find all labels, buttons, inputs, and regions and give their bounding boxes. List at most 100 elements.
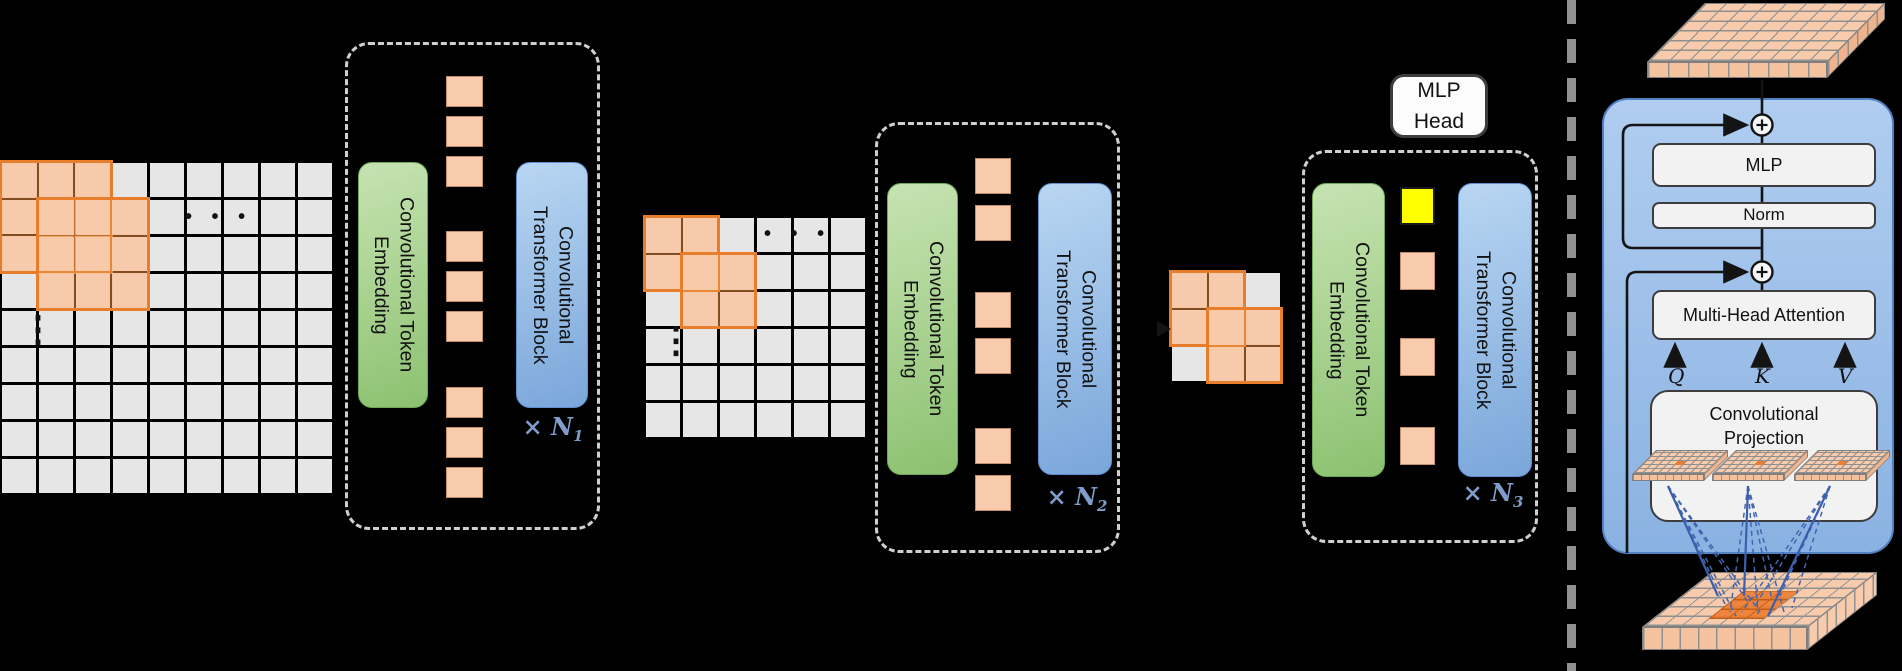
grid-cell xyxy=(113,163,147,197)
conv-token-embedding-label: Convolutional Token Embedding xyxy=(370,197,418,373)
grid-cell xyxy=(720,329,754,363)
grid-cell xyxy=(150,459,184,493)
q-label: Q xyxy=(1668,364,1685,388)
stage-3-input-grid xyxy=(1169,270,1283,384)
grid-cell xyxy=(298,163,332,197)
grid-cell xyxy=(646,366,680,400)
grid-cell xyxy=(757,292,791,326)
grid-cell xyxy=(298,274,332,308)
grid-cell xyxy=(719,291,754,326)
token xyxy=(446,387,483,418)
ellipsis-vertical: ⋮ xyxy=(658,319,694,360)
grid-cell xyxy=(150,200,184,234)
grid-cell xyxy=(831,403,865,437)
conv-transformer-block-label: Convolutional Transformer Block xyxy=(529,205,577,365)
grid-cell xyxy=(261,311,295,345)
grid-cell xyxy=(75,273,111,308)
grid-cell xyxy=(76,385,110,419)
grid-cell xyxy=(1209,310,1244,345)
grid-cell xyxy=(2,385,36,419)
grid-cell xyxy=(794,292,828,326)
grid-cell xyxy=(2,311,36,345)
grid-cell xyxy=(75,163,110,198)
grid-cell xyxy=(112,236,147,272)
conv-transformer-block-label: Convolutional Transformer Block xyxy=(1052,249,1100,409)
grid-cell xyxy=(831,255,865,289)
grid-cell xyxy=(150,163,184,197)
grid-cell xyxy=(794,366,828,400)
conv-window-2 xyxy=(36,197,150,311)
grid-cell xyxy=(224,237,258,271)
grid-cell xyxy=(1208,273,1243,308)
grid-cell xyxy=(298,459,332,493)
multi-head-attention-box: Multi-Head Attention xyxy=(1652,290,1876,340)
token xyxy=(1400,252,1435,290)
token xyxy=(446,156,483,187)
grid-cell xyxy=(261,163,295,197)
grid-cell xyxy=(298,348,332,382)
grid-cell xyxy=(76,422,110,456)
grid-cell xyxy=(2,199,37,235)
grid-cell xyxy=(76,459,110,493)
ellipsis-horizontal: • • • xyxy=(764,223,832,245)
grid-cell xyxy=(719,255,754,290)
grid-cell xyxy=(298,385,332,419)
grid-cell xyxy=(720,366,754,400)
conv-window-1 xyxy=(0,160,113,274)
grid-cell xyxy=(150,348,184,382)
token xyxy=(1400,427,1435,465)
grid-cell xyxy=(261,274,295,308)
grid-cell xyxy=(113,385,147,419)
grid-cell xyxy=(683,255,718,290)
grid-cell xyxy=(187,311,221,345)
k-label: K xyxy=(1755,364,1770,388)
token xyxy=(975,475,1011,511)
multiplier-n2: × N2 xyxy=(1046,482,1108,515)
grid-cell xyxy=(757,255,791,289)
grid-cell xyxy=(683,366,717,400)
grid-cell xyxy=(831,329,865,363)
grid-cell xyxy=(261,348,295,382)
conv-transformer-block-label: Convolutional Transformer Block xyxy=(1472,250,1520,410)
grid-cell xyxy=(1172,273,1207,308)
grid-cell xyxy=(150,311,184,345)
token xyxy=(975,292,1011,328)
token xyxy=(446,311,483,342)
cls-token xyxy=(1400,187,1435,225)
grid-cell xyxy=(187,348,221,382)
grid-cell xyxy=(224,311,258,345)
token xyxy=(1400,338,1435,376)
multiplier-n1: × N1 xyxy=(522,412,584,445)
grid-cell xyxy=(76,311,110,345)
grid-cell xyxy=(298,422,332,456)
grid-cell xyxy=(187,200,221,234)
grid-cell xyxy=(187,385,221,419)
grid-cell xyxy=(187,163,221,197)
grid-cell xyxy=(757,366,791,400)
grid-cell xyxy=(720,403,754,437)
conv-window-2 xyxy=(680,252,757,329)
conv-transformer-block-stage-2: Convolutional Transformer Block xyxy=(1038,183,1112,475)
grid-cell xyxy=(150,237,184,271)
token xyxy=(975,338,1011,374)
conv-transformer-block-stage-3: Convolutional Transformer Block xyxy=(1458,183,1532,477)
grid-cell xyxy=(224,348,258,382)
grid-cell xyxy=(113,422,147,456)
grid-cell xyxy=(831,366,865,400)
grid-cell xyxy=(150,274,184,308)
grid-cell xyxy=(261,237,295,271)
conv-token-embedding-stage-3: Convolutional Token Embedding xyxy=(1312,183,1385,477)
grid-cell xyxy=(39,236,74,272)
grid-cell xyxy=(794,218,828,252)
grid-cell xyxy=(2,348,36,382)
grid-cell xyxy=(2,459,36,493)
multiplier-n3: × N3 xyxy=(1462,478,1524,511)
grid-cell xyxy=(831,218,865,252)
grid-cell xyxy=(831,292,865,326)
grid-cell xyxy=(224,163,258,197)
grid-cell xyxy=(112,273,147,308)
conv-token-embedding-stage-2: Convolutional Token Embedding xyxy=(887,183,958,475)
grid-cell xyxy=(187,459,221,493)
ellipsis-horizontal: • • • xyxy=(185,206,253,228)
grid-cell xyxy=(187,237,221,271)
